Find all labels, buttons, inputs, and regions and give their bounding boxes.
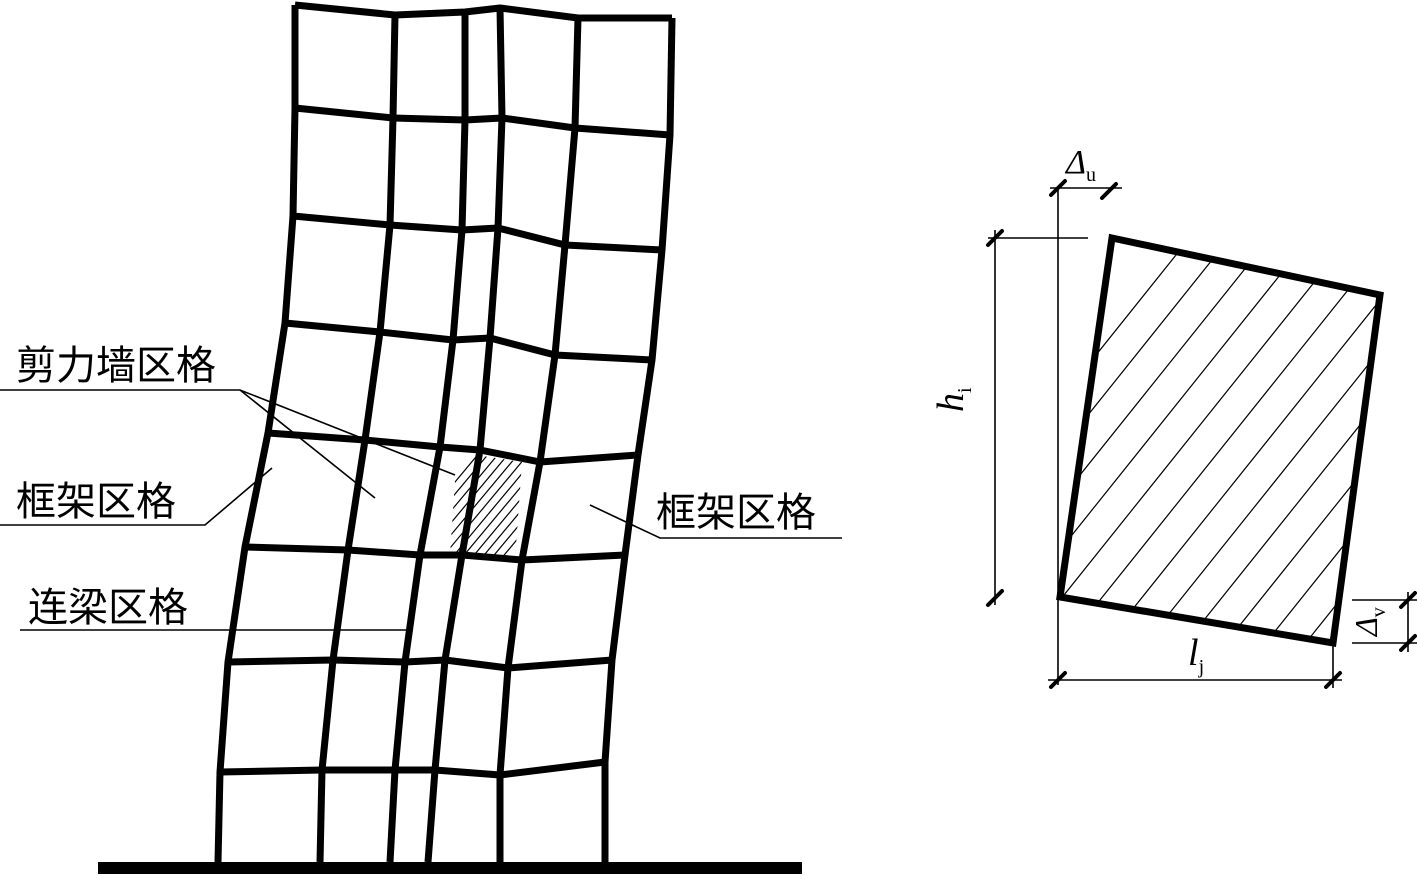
leader-frame-left xyxy=(0,467,273,526)
leader-shear-wall-branch xyxy=(239,389,376,499)
leader-lines xyxy=(0,389,842,631)
leader-shear-wall xyxy=(0,389,456,476)
frame-column xyxy=(496,17,582,862)
floor-beam xyxy=(294,104,671,139)
floor-beam xyxy=(284,319,653,364)
floor-beam xyxy=(267,429,639,466)
label-shear-wall-cell: 剪力墙区格 xyxy=(16,343,216,389)
label-coupling-beam-cell: 连梁区格 xyxy=(28,585,188,631)
frame-column xyxy=(386,12,469,863)
leader-coupling-beam xyxy=(20,527,426,631)
symbol-delta-u-sub: u xyxy=(1085,164,1096,186)
ground-base xyxy=(98,862,802,874)
symbol-delta-u-base: Δ xyxy=(1066,144,1086,181)
dimension-ticks xyxy=(986,179,1417,689)
deformed-frame xyxy=(214,1,676,863)
symbol-delta-u: Δu xyxy=(1066,144,1096,186)
symbol-h-i-sub: i xyxy=(954,387,976,393)
symbol-delta-v-sub: v xyxy=(1368,607,1390,618)
symbol-h-i-base: h xyxy=(930,393,972,412)
leader-frame-right xyxy=(589,504,842,539)
frame-column xyxy=(601,17,676,862)
symbol-l-j-base: l xyxy=(1188,632,1199,674)
symbol-l-j-sub: j xyxy=(1198,656,1205,678)
label-frame-cell-right: 框架区格 xyxy=(656,490,816,536)
floor-beam xyxy=(294,1,672,22)
symbol-delta-v-base: Δ xyxy=(1348,617,1384,636)
symbol-delta-v: Δv xyxy=(1348,607,1390,636)
symbol-h-i: hi xyxy=(930,387,976,412)
floor-beam xyxy=(292,212,663,254)
cell-hatch xyxy=(1060,238,1380,643)
floor-beam xyxy=(244,543,626,564)
floor-beam xyxy=(219,758,606,779)
label-frame-cell-left: 框架区格 xyxy=(16,479,176,525)
symbol-l-j: lj xyxy=(1188,634,1204,677)
floor-beam xyxy=(227,656,613,672)
